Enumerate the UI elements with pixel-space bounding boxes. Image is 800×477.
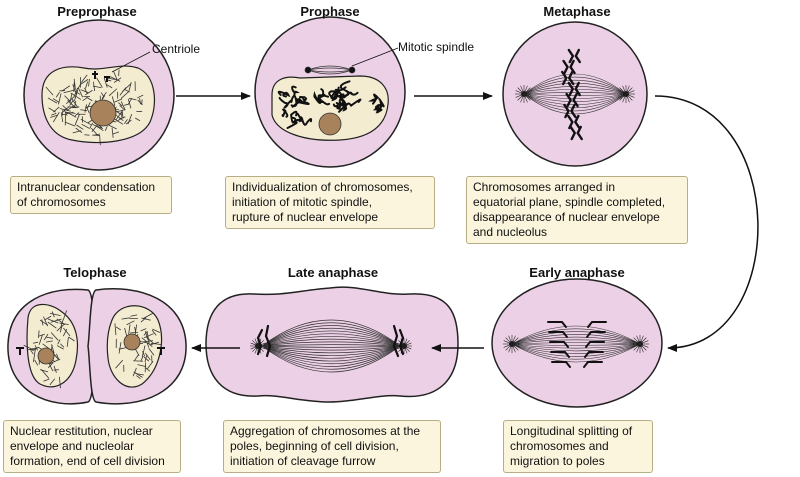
mitotic-spindle-icon [304, 65, 356, 75]
early-anaphase-cell [491, 278, 663, 408]
description-early-anaphase: Longitudinal splitting of chromosomes an… [503, 420, 653, 473]
late-anaphase-cell [205, 286, 459, 403]
stage-title-early-anaphase: Early anaphase [529, 265, 625, 280]
centriole-icon [92, 71, 110, 82]
mitotic-spindle-label: Mitotic spindle [398, 40, 475, 54]
centriole-leader-line [111, 51, 151, 73]
description-prophase: Individualization of chromosomes, initia… [225, 176, 435, 229]
preprophase-nucleolus [89, 99, 117, 127]
stage-title-metaphase: Metaphase [543, 4, 611, 19]
prophase-nucleus [271, 75, 389, 141]
prophase-nucleolus [318, 112, 342, 136]
description-telophase: Nuclear restitution, nuclear envelope an… [3, 420, 181, 473]
spindle-leader-line [351, 47, 399, 67]
centriole-label: Centriole [152, 42, 201, 56]
stage-title-preprophase: Preprophase [57, 4, 137, 19]
flow-arrows [176, 92, 759, 352]
arrow-metaphase-to-early-anaphase [654, 95, 759, 352]
description-late-anaphase: Aggregation of chromosomes at the poles,… [223, 420, 441, 473]
stage-title-late-anaphase: Late anaphase [287, 265, 379, 280]
telophase-cell [7, 288, 187, 405]
description-preprophase: Intranuclear condensation of chromosomes [10, 176, 172, 214]
prophase-cell [254, 16, 406, 168]
metaphase-cell [502, 21, 648, 167]
stage-title-prophase: Prophase [300, 4, 360, 19]
description-metaphase: Chromosomes arranged in equatorial plane… [466, 176, 688, 244]
preprophase-cell [23, 19, 175, 171]
stage-title-telophase: Telophase [63, 265, 127, 280]
